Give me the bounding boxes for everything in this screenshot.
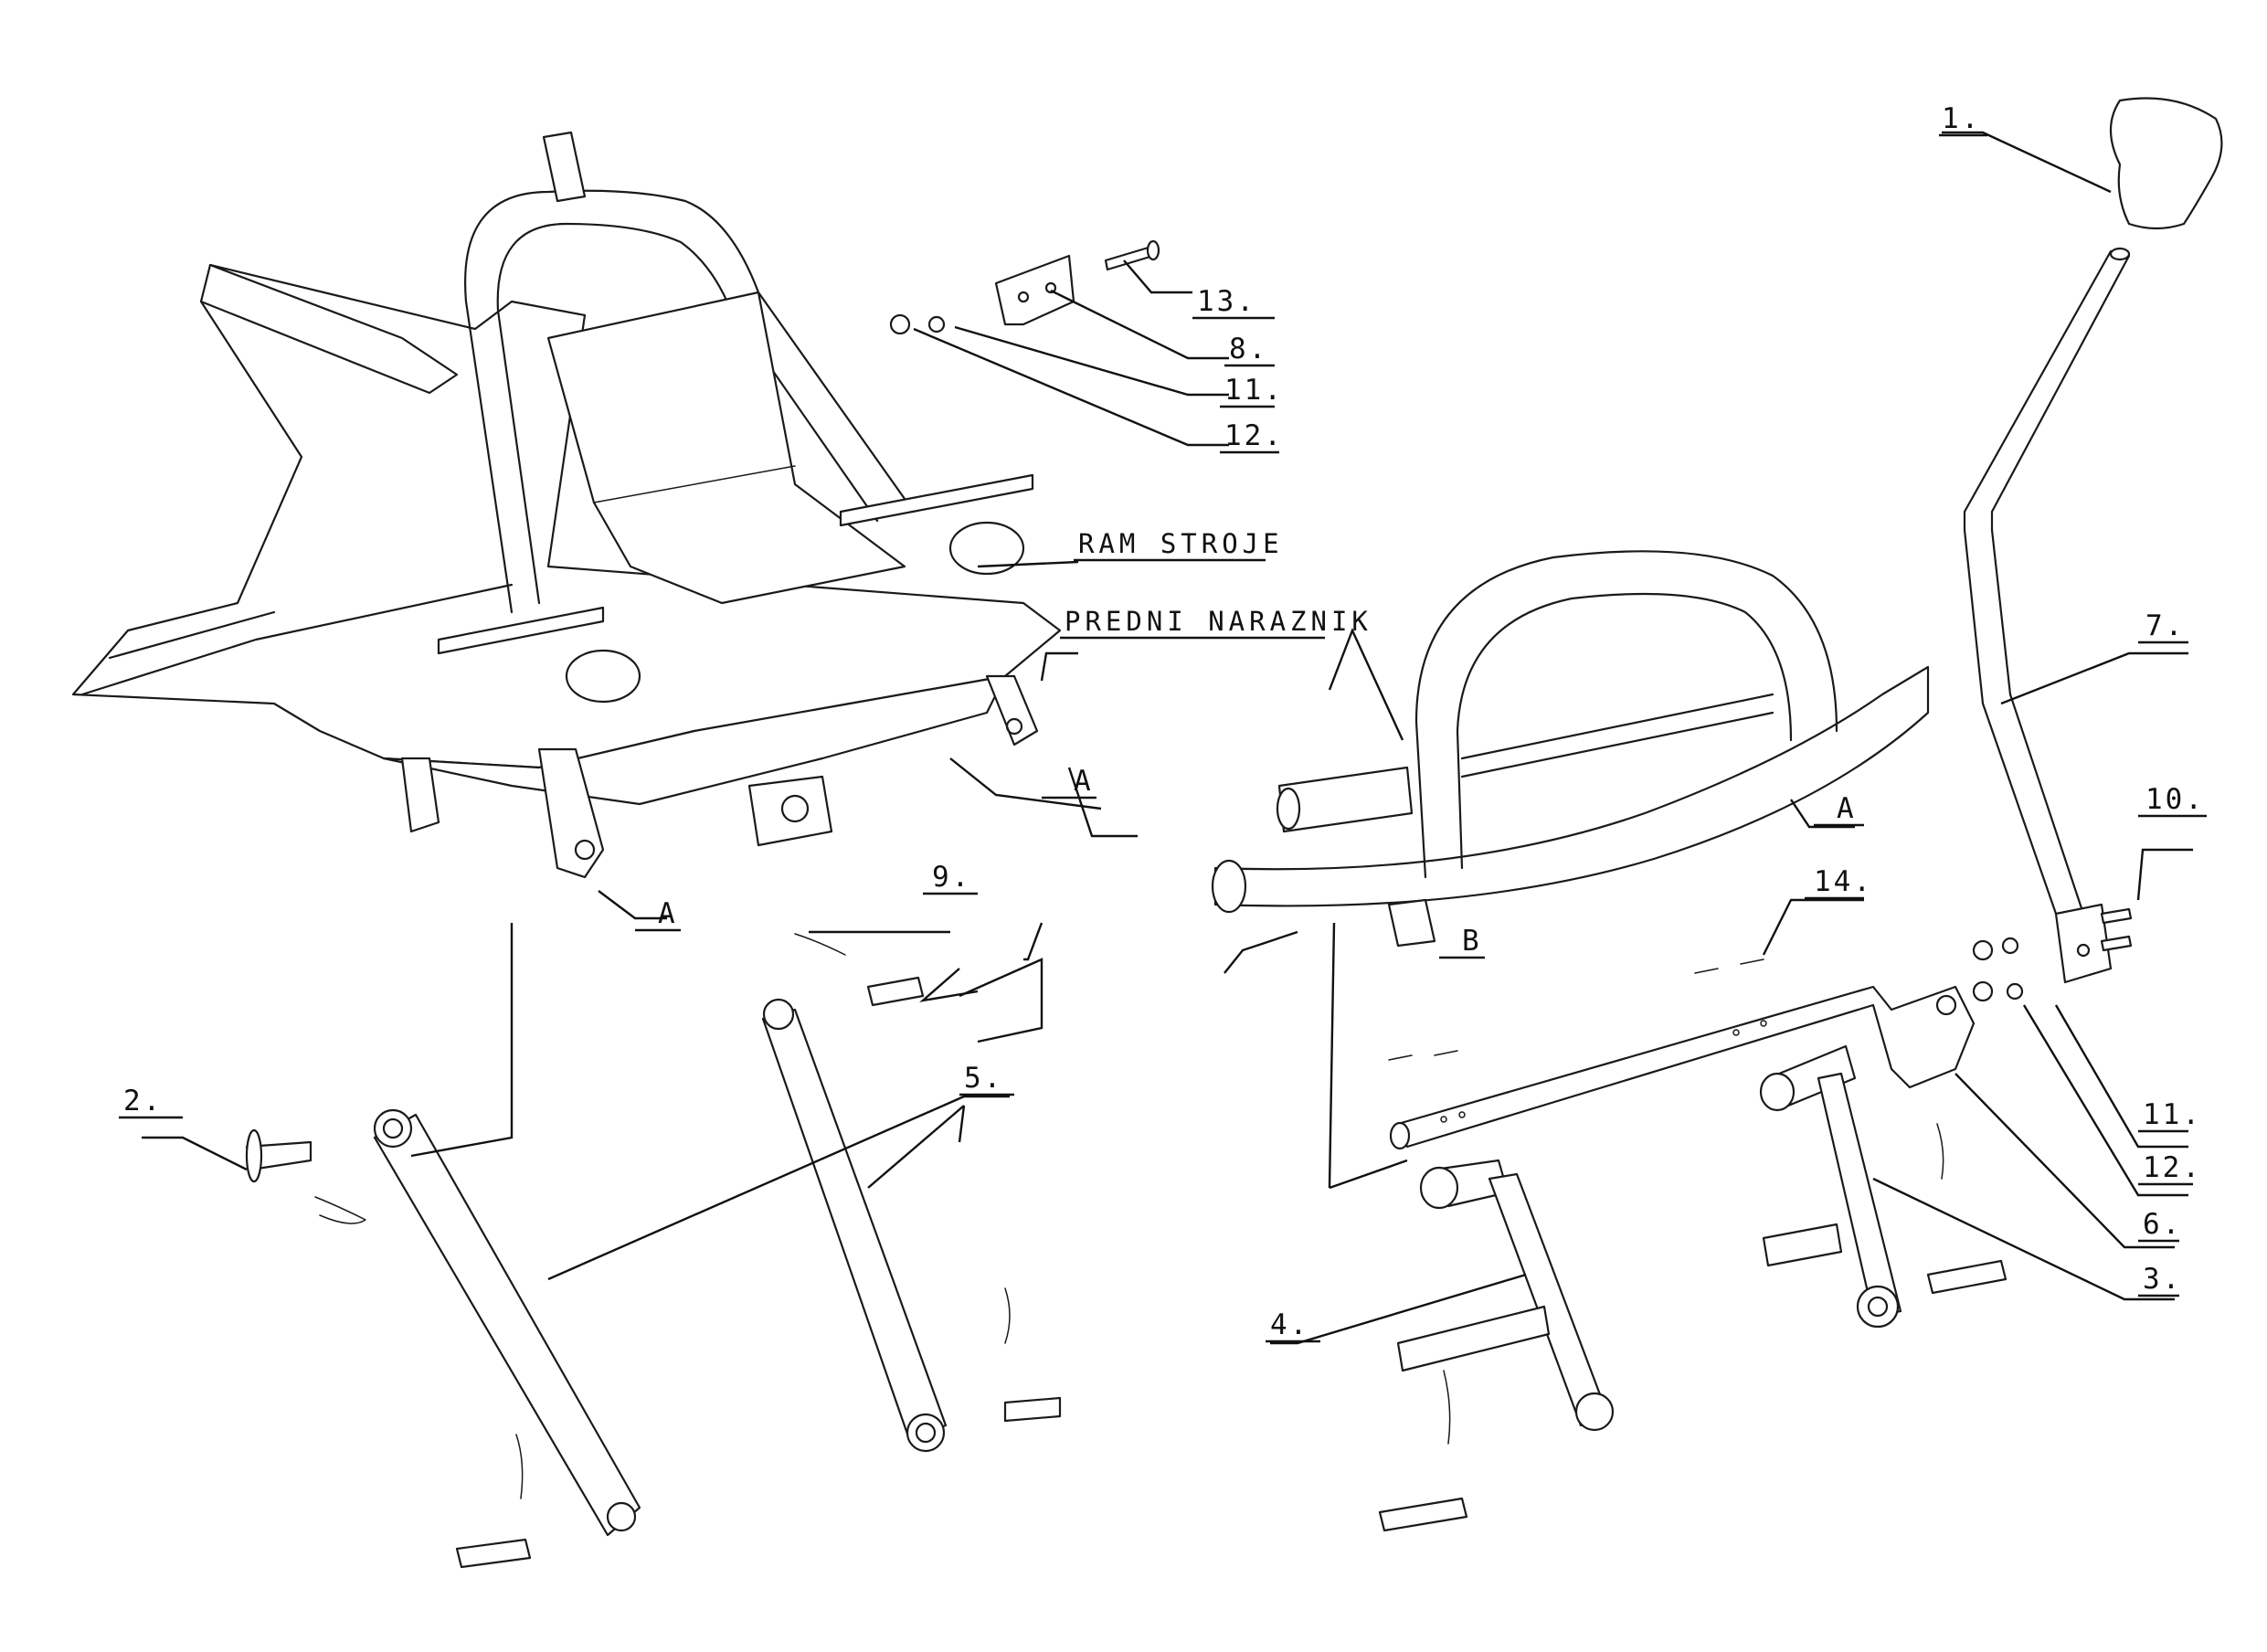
label-ref-b-bumper: B: [1462, 925, 1482, 958]
label-ref-a-frame: A: [1074, 765, 1094, 798]
arm-4: [1396, 1159, 1615, 1432]
machine-frame: [71, 131, 1062, 879]
label-part-12-right: 12.: [2143, 1151, 2202, 1184]
drag-link-6: [1388, 958, 1976, 1150]
label-part-9: 9.: [932, 861, 971, 894]
arm-3: [1759, 1044, 1902, 1329]
label-predni-naraznik: PREDNI NARAZNIK: [1065, 606, 1372, 637]
label-part-8: 8.: [1229, 333, 1268, 365]
label-part-1: 1.: [1942, 102, 1981, 135]
label-part-11-right: 11.: [2143, 1098, 2202, 1131]
link-5-right: [761, 998, 948, 1453]
bolt-10: [2100, 907, 2133, 952]
label-part-4: 4.: [1270, 1308, 1309, 1341]
lever-7: [1963, 247, 2131, 984]
knob-1: [2110, 97, 2223, 230]
label-part-7: 7.: [2145, 609, 2185, 642]
link-5-left: [373, 1108, 641, 1537]
bracket-8: [994, 254, 1075, 326]
pin-13: [1104, 239, 1160, 271]
label-part-2: 2.: [123, 1085, 163, 1117]
front-bumper: [1211, 550, 1930, 948]
label-part-12-top: 12.: [1224, 419, 1284, 452]
label-part-11-top: 11.: [1224, 374, 1284, 407]
label-part-10: 10.: [2145, 783, 2205, 816]
label-ref-a-bumper: A: [1837, 792, 1857, 825]
label-part-13: 13.: [1197, 285, 1256, 318]
label-part-5: 5.: [964, 1062, 1003, 1095]
label-ram-stroje: RAM STROJE: [1078, 528, 1284, 559]
label-ref-a-left: A: [658, 897, 678, 930]
label-part-6: 6.: [2143, 1208, 2182, 1241]
label-part-3: 3.: [2143, 1263, 2182, 1296]
leader-lines: [142, 131, 2193, 1345]
pins-and-clips: [245, 313, 2024, 1569]
label-part-14: 14.: [1814, 865, 1873, 898]
part-labels: 1. 13. 8. 11. 12. RAM STROJE PREDNI NARA…: [119, 102, 2207, 1343]
